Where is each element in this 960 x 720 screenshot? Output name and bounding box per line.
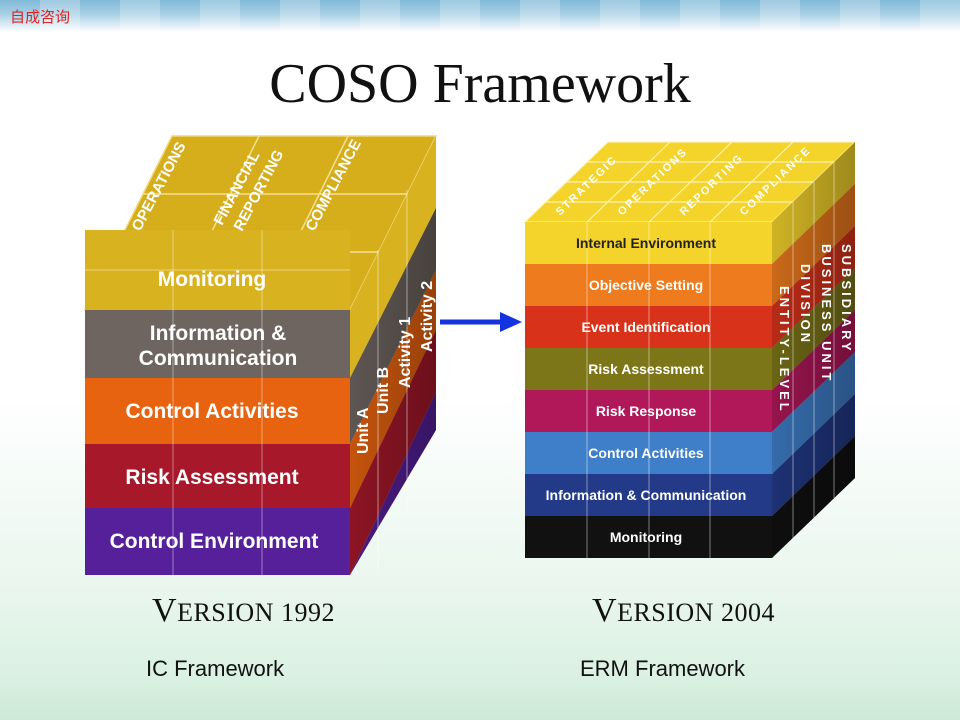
erm-layer-objective-setting xyxy=(525,264,772,306)
erm-cube: STRATEGIC OPERATIONS REPORTING COMPLIANC… xyxy=(523,141,857,558)
erm-layer-internal-environment xyxy=(525,222,772,264)
ic-label-info: Information & xyxy=(150,322,287,345)
ic-label-monitoring: Monitoring xyxy=(158,268,266,291)
ic-cube: OPERATIONS FINANCIAL REPORTING COMPLIANC… xyxy=(83,135,438,575)
erm-label-event-identification: Event Identification xyxy=(581,319,710,335)
slide-title: COSO Framework xyxy=(269,53,691,115)
erm-layer-risk-assessment xyxy=(525,348,772,390)
ic-label-control-environment: Control Environment xyxy=(110,530,319,553)
top-decorative-band xyxy=(0,0,960,32)
erm-label-risk-assessment: Risk Assessment xyxy=(588,361,704,377)
bottom-decorative-band xyxy=(0,680,960,720)
erm-framework-caption: ERM Framework xyxy=(580,656,746,681)
erm-label-risk-response: Risk Response xyxy=(596,403,697,419)
ic-version-label: VERSION 1992 xyxy=(152,592,335,629)
ic-layer-info-comm xyxy=(85,310,350,378)
ic-framework-caption: IC Framework xyxy=(146,656,285,681)
ic-label-risk-assessment: Risk Assessment xyxy=(125,466,298,489)
ic-side-label-unit-a: Unit A xyxy=(355,407,372,454)
erm-layer-event-identification xyxy=(525,306,772,348)
ic-side-label-activity-1: Activity 1 xyxy=(397,317,414,388)
ic-layer-monitoring xyxy=(85,230,350,310)
erm-version-label: VERSION 2004 xyxy=(592,592,775,629)
ic-layer-risk-assessment xyxy=(85,444,350,508)
erm-label-internal-environment: Internal Environment xyxy=(576,235,716,251)
erm-side-label-division: DIVISION xyxy=(798,264,813,345)
ic-label-control-activities: Control Activities xyxy=(125,400,298,423)
erm-side-label-business-unit: BUSINESS UNIT xyxy=(819,244,834,383)
transition-arrow xyxy=(440,312,522,332)
erm-label-monitoring: Monitoring xyxy=(610,529,682,545)
ic-side-label-unit-b: Unit B xyxy=(375,367,392,414)
ic-label-comm: Communication xyxy=(139,347,298,370)
erm-layer-control-activities xyxy=(525,432,772,474)
erm-side-label-entity-level: ENTITY-LEVEL xyxy=(777,286,792,414)
erm-layer-info-comm xyxy=(525,474,772,516)
erm-label-control-activities: Control Activities xyxy=(588,445,704,461)
ic-side-label-activity-2: Activity 2 xyxy=(419,281,436,352)
ic-layer-control-activities xyxy=(85,378,350,444)
erm-layer-risk-response xyxy=(525,390,772,432)
brand-label: 自成咨询 xyxy=(10,8,71,26)
erm-label-objective-setting: Objective Setting xyxy=(589,277,703,293)
ic-layer-control-environment xyxy=(85,508,350,575)
erm-side-label-subsidiary: SUBSIDIARY xyxy=(839,244,854,354)
erm-layer-monitoring xyxy=(525,516,772,558)
erm-label-info-comm: Information & Communication xyxy=(546,487,747,503)
